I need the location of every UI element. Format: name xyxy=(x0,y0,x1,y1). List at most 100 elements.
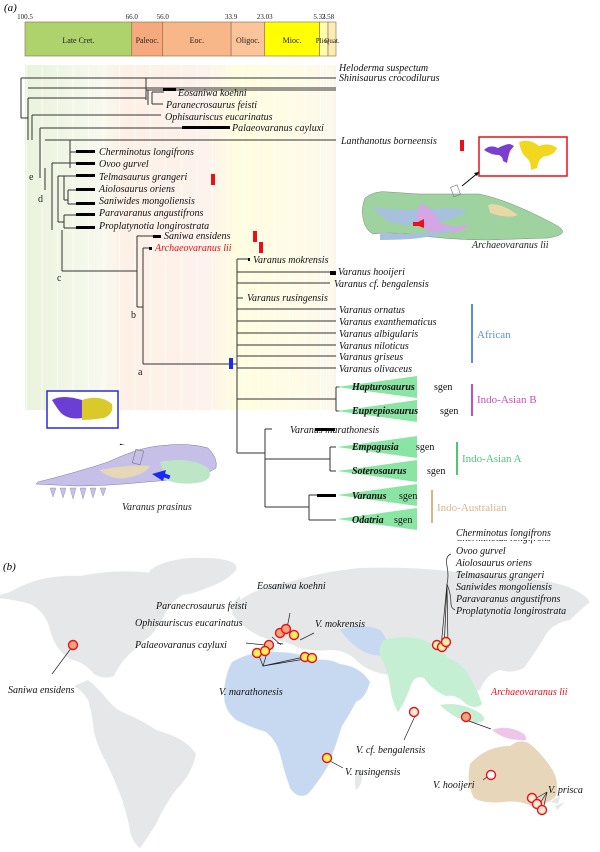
marker-varanus-node xyxy=(229,358,233,369)
subgenus-labels: Hapturosaurus sgen Euprepiosaurus sgen E… xyxy=(351,382,458,526)
locality-label: Aiolosaurus oriens xyxy=(455,558,532,569)
period-label: Late Cret. xyxy=(62,36,94,45)
locality-label: V. cf. bengalensis xyxy=(356,745,425,756)
world-map: Saniwa ensidens Eosaniwa koehni Paranecr… xyxy=(0,540,590,848)
locality-marathonesis-2 xyxy=(259,645,271,657)
locality-label: V. marathonesis xyxy=(219,687,283,698)
time-tick-label: 2.58 xyxy=(322,13,335,21)
character-markers xyxy=(211,140,464,369)
taxon-label: Eosaniwa koehni xyxy=(177,88,247,99)
group-label-indo-australian: Indo-Australian xyxy=(437,502,507,514)
timescale-band: Late Cret.Paleoc.Eoc.Oligoc.Mioc.Plioc.Q… xyxy=(24,21,340,57)
subgenus-label: Hapturosaurus xyxy=(351,382,415,393)
locality-label: V. rusingensis xyxy=(345,767,400,778)
timescale-background xyxy=(25,65,336,410)
tree-branches xyxy=(20,77,340,521)
locality-label: Telmasaurus grangeri xyxy=(456,570,544,581)
locality-label: V. prisca xyxy=(548,785,583,796)
locality-mokrensis xyxy=(288,629,300,641)
subgenus-label: Empagusia xyxy=(351,442,399,453)
node-label-e: e xyxy=(29,172,34,183)
landmass-madagascar xyxy=(355,770,362,790)
locality-label: Ovoo gurvel xyxy=(456,546,506,557)
skull-caption-bottom: Varanus prasinus xyxy=(122,502,192,513)
taxon-label: Varanus hooijeri xyxy=(338,267,405,278)
node-labels: e d c b a xyxy=(29,172,143,378)
subgenus-label: Euprepiosaurus xyxy=(351,406,418,417)
taxon-label: Lanthanotus borneensis xyxy=(340,136,437,147)
landmass-eurasia xyxy=(232,567,590,692)
period-label: Mioc. xyxy=(283,36,302,45)
sgen-label: sgen xyxy=(394,515,412,526)
marker-archaeovaranus xyxy=(259,242,263,253)
locality-label: Saniwa ensidens xyxy=(8,685,74,696)
group-labels: African Indo-Asian B Indo-Asian A Indo-A… xyxy=(437,329,537,514)
locality-labels: Saniwa ensidens Eosaniwa koehni Paranecr… xyxy=(8,581,583,796)
locality-eosaniwa xyxy=(280,623,292,635)
taxon-label: Shinisaurus crocodilurus xyxy=(339,73,440,84)
subgenus-label: Varanus xyxy=(352,491,387,502)
region-indo-asian xyxy=(379,637,482,712)
taxon-label: Proplatynotia longirostrata xyxy=(98,221,209,232)
locality-label-highlight: Archaeovaranus lii xyxy=(490,687,568,698)
taxon-label: Varanus olivaceus xyxy=(339,364,412,375)
group-label-african: African xyxy=(477,329,511,341)
locality-label: Proplatynotia longirostrata xyxy=(455,606,566,617)
taxon-label: Ovoo gurvel xyxy=(99,159,149,170)
skull-archaeovaranus xyxy=(362,136,568,241)
time-tick-label: 23.03 xyxy=(257,13,273,21)
skull-caption-top: Archaeovaranus lii xyxy=(471,240,549,251)
subgenus-label: Soterosaurus xyxy=(352,466,407,477)
taxon-label: Paravaranus angustifrons xyxy=(98,208,203,219)
stratigraphic-range-bars xyxy=(76,88,336,497)
taxon-label: Varanus niloticus xyxy=(339,341,409,352)
taxon-label: Saniwa ensidens xyxy=(164,231,230,242)
sgen-label: sgen xyxy=(399,491,417,502)
taxon-label: Paranecrosaurus feisti xyxy=(165,100,257,111)
marker-saniwa xyxy=(253,231,257,242)
locality-label: Saniwides mongoliensis xyxy=(456,582,552,593)
node-label-d: d xyxy=(38,194,43,205)
taxon-label: Aiolosaurus oriens xyxy=(98,184,175,195)
locality-label: Paravaranus angustifrons xyxy=(455,594,560,605)
locality-label: V. hooijeri xyxy=(433,780,475,791)
subgenus-clades xyxy=(337,376,417,530)
taxon-label: Varanus mokrensis xyxy=(253,255,329,266)
locality-saniwa xyxy=(67,639,79,651)
node-label-b: b xyxy=(131,310,136,321)
period-late-cret xyxy=(24,21,133,57)
taxon-label: Palaeovaranus cayluxi xyxy=(231,123,324,134)
period-quat xyxy=(327,21,337,57)
panel-b-label: (b) xyxy=(3,561,16,573)
landmass-south-america xyxy=(74,680,196,848)
sgen-label: sgen xyxy=(440,406,458,417)
panel-a-label: (a) xyxy=(4,2,17,14)
region-new-guinea xyxy=(492,727,527,741)
landmass-north-america xyxy=(0,571,210,678)
group-label-indo-asian-a: Indo-Asian A xyxy=(462,453,522,465)
taxon-label: Telmasaurus grangeri xyxy=(99,172,187,183)
time-tick-label: 66.0 xyxy=(126,13,139,21)
taxon-label: Varanus albigularis xyxy=(339,329,418,340)
sgen-label: sgen xyxy=(416,442,434,453)
locality-label: V. mokrensis xyxy=(315,619,365,630)
time-tick-label: 100.5 xyxy=(17,13,33,21)
period-label: Paleoc. xyxy=(136,36,159,45)
landmass-greenland xyxy=(149,557,237,596)
taxon-label: Varanus exanthematicus xyxy=(339,317,437,328)
region-australia xyxy=(468,741,558,806)
biogeographic-group-bars xyxy=(431,304,473,523)
locality-label: Eosaniwa koehni xyxy=(256,581,326,592)
locality-rusingensis xyxy=(321,752,333,764)
period-label: Quat. xyxy=(324,37,340,45)
marker-telmasaurus xyxy=(211,174,215,185)
time-gridlines xyxy=(26,58,334,410)
locality-label: Palaeovaranus cayluxi xyxy=(134,640,227,651)
phylogeny-panel: Late Cret.Paleoc.Eoc.Oligoc.Mioc.Plioc.Q… xyxy=(17,13,568,530)
landmass-new-zealand xyxy=(550,796,565,810)
taxon-label: Heloderma suspectum xyxy=(338,63,428,74)
period-paleoc xyxy=(131,21,164,57)
region-indonesia xyxy=(440,704,485,723)
taxon-label: Cherminotus longifrons xyxy=(99,147,194,158)
taxon-label: Varanus rusingensis xyxy=(247,293,328,304)
